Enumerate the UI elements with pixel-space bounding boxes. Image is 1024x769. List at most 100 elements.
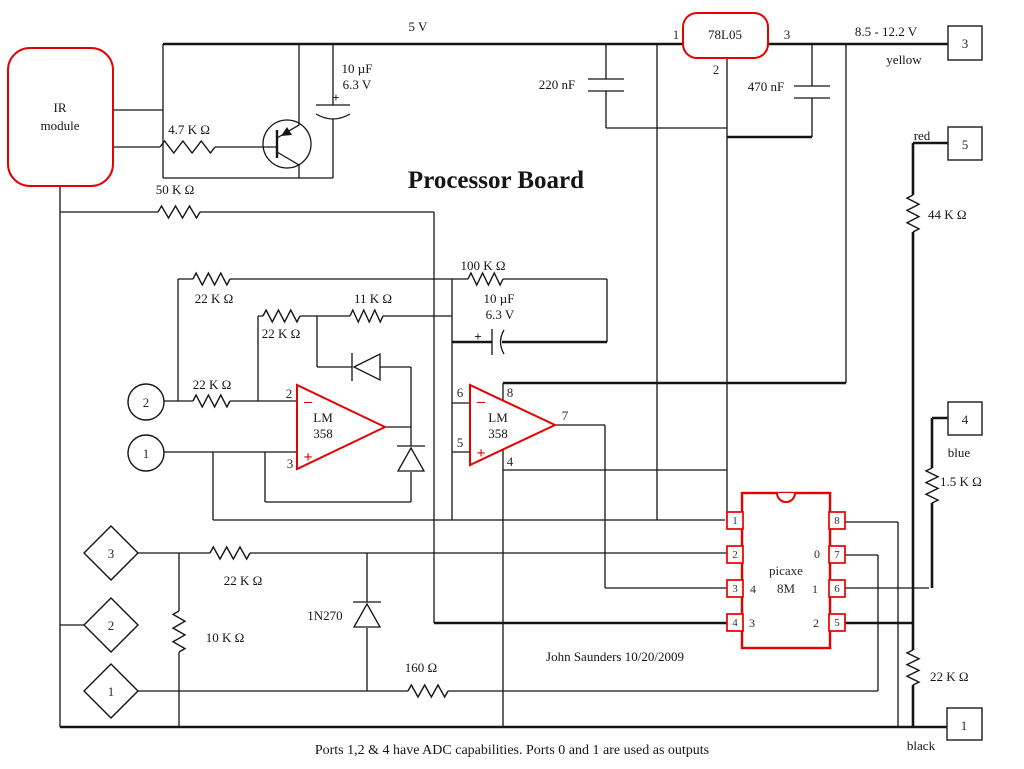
- cap-10uf-2-voltage: 6.3 V: [486, 307, 515, 322]
- chip-pin6-box: [828, 579, 846, 598]
- regulator-label: 78L05: [708, 27, 742, 42]
- cap-10uf-2-polarity: +: [474, 329, 481, 344]
- ir-module-label-1: IR: [54, 100, 67, 115]
- capacitor-10uf-1-icon: [315, 104, 351, 120]
- opamp1-plus-icon: +: [303, 449, 312, 466]
- opamp1-name-1: LM: [313, 410, 333, 425]
- picaxe-chip: [726, 491, 846, 650]
- circle-1-label: 1: [143, 446, 150, 461]
- cap-470nf-label: 470 nF: [748, 79, 784, 94]
- page-title: Processor Board: [408, 167, 584, 194]
- circle-2-label: 2: [143, 395, 150, 410]
- resistor-11k-label: 11 K Ω: [354, 291, 392, 306]
- resistor-1k5-label: 1.5 K Ω: [940, 474, 982, 489]
- square-1-label: 1: [961, 718, 968, 733]
- diamond-3-label: 3: [108, 546, 115, 561]
- author-note: John Saunders 10/20/2009: [546, 649, 684, 664]
- resistor-22k-in-label: 22 K Ω: [193, 377, 232, 392]
- resistor-100k-label: 100 K Ω: [460, 258, 505, 273]
- chip-port2-label: 2: [813, 616, 819, 630]
- opamp1-name-2: 358: [313, 426, 333, 441]
- connector-diamond-3: [83, 525, 139, 581]
- cap-10uf-2-value: 10 µF: [484, 291, 515, 306]
- connector-circle-2: [127, 383, 165, 421]
- chip-port1-label: 1: [812, 582, 818, 596]
- opamp2-name-2: 358: [488, 426, 508, 441]
- chip-notch-icon: [776, 492, 796, 503]
- opamp2-pin5-label: 5: [457, 435, 464, 450]
- resistor-160-label: 160 Ω: [405, 660, 437, 675]
- chip-pin4-box: [726, 613, 744, 632]
- r-10k-icon: [171, 610, 187, 653]
- ir-module-box: [7, 47, 114, 187]
- connector-diamond-1: [83, 663, 139, 719]
- opamp1-triangle: [296, 383, 388, 471]
- square-5-label: 5: [962, 137, 969, 152]
- chip-pin1-box: [726, 511, 744, 530]
- connector-square-3: [947, 25, 983, 61]
- opamp2-name-1: LM: [488, 410, 508, 425]
- footer-caption: Ports 1,2 & 4 have ADC capabilities. Por…: [315, 743, 709, 758]
- chip-port0-label: 0: [814, 547, 820, 561]
- regulator-pin2-label: 2: [713, 62, 720, 77]
- diode-1n270-label: 1N270: [307, 608, 342, 623]
- opamp2-pin4-label: 4: [507, 454, 514, 469]
- chip-port4-label: 4: [750, 582, 756, 596]
- opamp1-minus-icon: –: [303, 393, 313, 410]
- chip-port3-label: 3: [749, 616, 755, 630]
- cap-10uf-1-value: 10 µF: [342, 61, 373, 76]
- diode-output-icon: [396, 445, 426, 472]
- r-11k-icon: [349, 308, 384, 324]
- regulator-pin3-label: 3: [784, 27, 791, 42]
- r-4k7-icon: [159, 139, 216, 155]
- diamond-1-label: 1: [108, 684, 115, 699]
- opamp1-pin3-label: 3: [287, 456, 294, 471]
- connector-square-4: [947, 401, 983, 436]
- chip-name-2: 8M: [777, 581, 796, 596]
- r-160-icon: [407, 683, 449, 699]
- square-4-label: 4: [962, 412, 969, 427]
- capacitor-10uf-2-icon: [491, 329, 505, 355]
- resistor-symbols: [157, 139, 940, 699]
- input-voltage-label: 8.5 - 12.2 V: [855, 24, 918, 39]
- opamp2-triangle: [469, 383, 558, 467]
- connector-diamond-2: [83, 597, 139, 653]
- chip-pin6-num: 6: [834, 583, 840, 595]
- r-22k-port-icon: [209, 545, 251, 561]
- chip-pin7-num: 7: [834, 549, 840, 561]
- diamond-2-label: 2: [108, 618, 115, 633]
- chip-pin7-box: [828, 545, 846, 564]
- resistor-22k-mid-label: 22 K Ω: [262, 326, 301, 341]
- rail-5v-label: 5 V: [409, 19, 429, 34]
- resistor-4k7-label: 4.7 K Ω: [168, 122, 210, 137]
- r-100k-icon: [467, 271, 504, 287]
- r-1k5-icon: [924, 467, 940, 504]
- regulator-78l05-box: [682, 12, 769, 59]
- opamp2-pin7-label: 7: [562, 408, 569, 423]
- diode-1n270-icon: [352, 601, 382, 628]
- chip-pin5-num: 5: [834, 617, 840, 629]
- wire-blue-label: blue: [948, 445, 971, 460]
- chip-pin2-num: 2: [732, 549, 738, 561]
- r-50k-icon: [157, 204, 201, 220]
- connector-square-5: [947, 126, 983, 161]
- chip-name-1: picaxe: [769, 563, 803, 578]
- cap-10uf-1-voltage: 6.3 V: [343, 77, 372, 92]
- resistor-22k-fb-label: 22 K Ω: [195, 291, 234, 306]
- resistor-10k-label: 10 K Ω: [206, 630, 245, 645]
- r-22k-mid-icon: [262, 308, 301, 324]
- resistor-22k-port-label: 22 K Ω: [224, 573, 263, 588]
- chip-pin3-num: 3: [732, 583, 738, 595]
- r-22k-out-icon: [905, 649, 921, 686]
- opamp2-plus-icon: +: [476, 445, 485, 462]
- wire-yellow-label: yellow: [886, 52, 922, 67]
- connector-square-1: [946, 707, 983, 741]
- resistor-50k-label: 50 K Ω: [156, 182, 195, 197]
- chip-pin1-num: 1: [732, 515, 738, 527]
- opamp2-pin8-label: 8: [507, 385, 514, 400]
- connector-circle-1: [127, 434, 165, 472]
- r-22k-fb-icon: [192, 271, 231, 287]
- resistor-44k-label: 44 K Ω: [928, 207, 967, 222]
- chip-pin3-box: [726, 579, 744, 598]
